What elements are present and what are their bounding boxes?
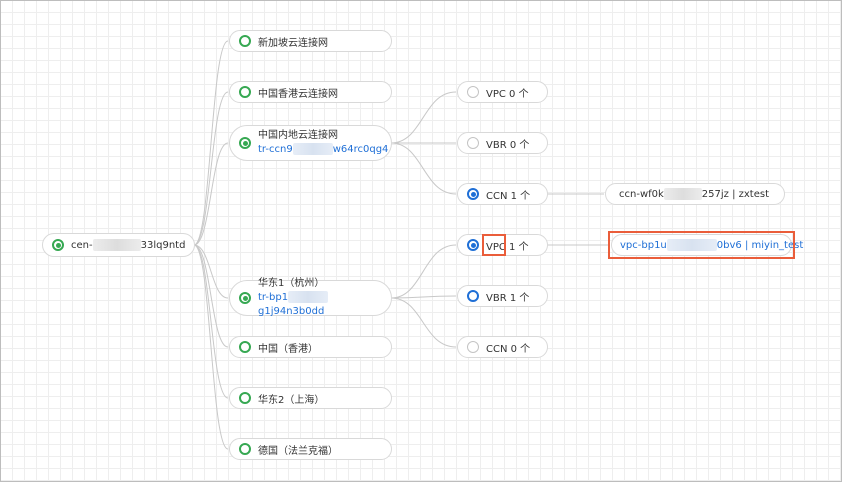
radio-icon [467, 86, 479, 98]
child-label: VBR 0 个 [486, 139, 530, 151]
region-node-hongkong-ccn[interactable]: 中国香港云连接网 [229, 81, 392, 103]
masked-id [288, 291, 329, 303]
radio-selected-icon [239, 292, 251, 304]
radio-icon [239, 86, 251, 98]
radio-selected-icon [467, 188, 479, 200]
masked-id [663, 188, 702, 200]
region-label: 新加坡云连接网 [258, 37, 328, 49]
child-node-ccn-vbr[interactable]: VBR 0 个 [457, 132, 548, 154]
radio-icon [239, 35, 251, 47]
child-node-hz-ccn[interactable]: CCN 0 个 [457, 336, 548, 358]
radio-selected-icon [239, 137, 251, 149]
child-label: VPC 0 个 [486, 88, 529, 100]
radio-icon [239, 341, 251, 353]
region-node-shanghai[interactable]: 华东2（上海） [229, 387, 392, 409]
radio-icon [467, 341, 479, 353]
region-label: 华东2（上海） [258, 394, 325, 406]
vpc-count-label: 1 个 [505, 241, 529, 253]
radio-icon [239, 443, 251, 455]
region-node-china-hongkong[interactable]: 中国（香港） [229, 336, 392, 358]
region-label: 中国（香港） [258, 343, 318, 355]
masked-id [292, 143, 333, 155]
radio-selected-icon [52, 239, 64, 251]
child-label: VBR 1 个 [486, 292, 530, 304]
ccn-instance-suffix: 257jz | zxtest [701, 189, 770, 200]
region-label: 德国（法兰克福） [258, 445, 338, 457]
ccn-instance-prefix: ccn-wf0k [619, 189, 664, 200]
child-node-hz-vpc[interactable]: VPC 1 个 [457, 234, 548, 256]
root-id-suffix: 33lq9ntd [140, 240, 186, 251]
masked-id [666, 239, 717, 251]
region-label: 中国香港云连接网 [258, 88, 338, 100]
radio-selected-icon [467, 239, 479, 251]
root-node-cen[interactable]: cen- 33lq9ntd [42, 233, 195, 257]
vpc-type-label: VPC [486, 241, 506, 253]
region-tr-id-link[interactable]: tr-bp1g1j94n3b0dd [258, 291, 391, 319]
child-node-hz-vbr[interactable]: VBR 1 个 [457, 285, 548, 307]
root-id-prefix: cen- [71, 240, 93, 251]
region-node-singapore[interactable]: 新加坡云连接网 [229, 30, 392, 52]
region-label: 中国内地云连接网 [258, 130, 338, 141]
region-label: 华东1（杭州） [258, 278, 325, 289]
leaf-node-ccn-instance[interactable]: ccn-wf0k 257jz | zxtest [605, 183, 785, 205]
child-label: CCN 1 个 [486, 190, 531, 202]
region-node-hangzhou[interactable]: 华东1（杭州） tr-bp1g1j94n3b0dd [229, 278, 392, 319]
masked-id [92, 239, 141, 251]
radio-icon [467, 137, 479, 149]
radio-icon [467, 290, 479, 302]
child-node-ccn-vpc[interactable]: VPC 0 个 [457, 81, 548, 103]
child-label: CCN 0 个 [486, 343, 531, 355]
region-node-frankfurt[interactable]: 德国（法兰克福） [229, 438, 392, 460]
child-node-ccn-ccn[interactable]: CCN 1 个 [457, 183, 548, 205]
radio-icon [239, 392, 251, 404]
